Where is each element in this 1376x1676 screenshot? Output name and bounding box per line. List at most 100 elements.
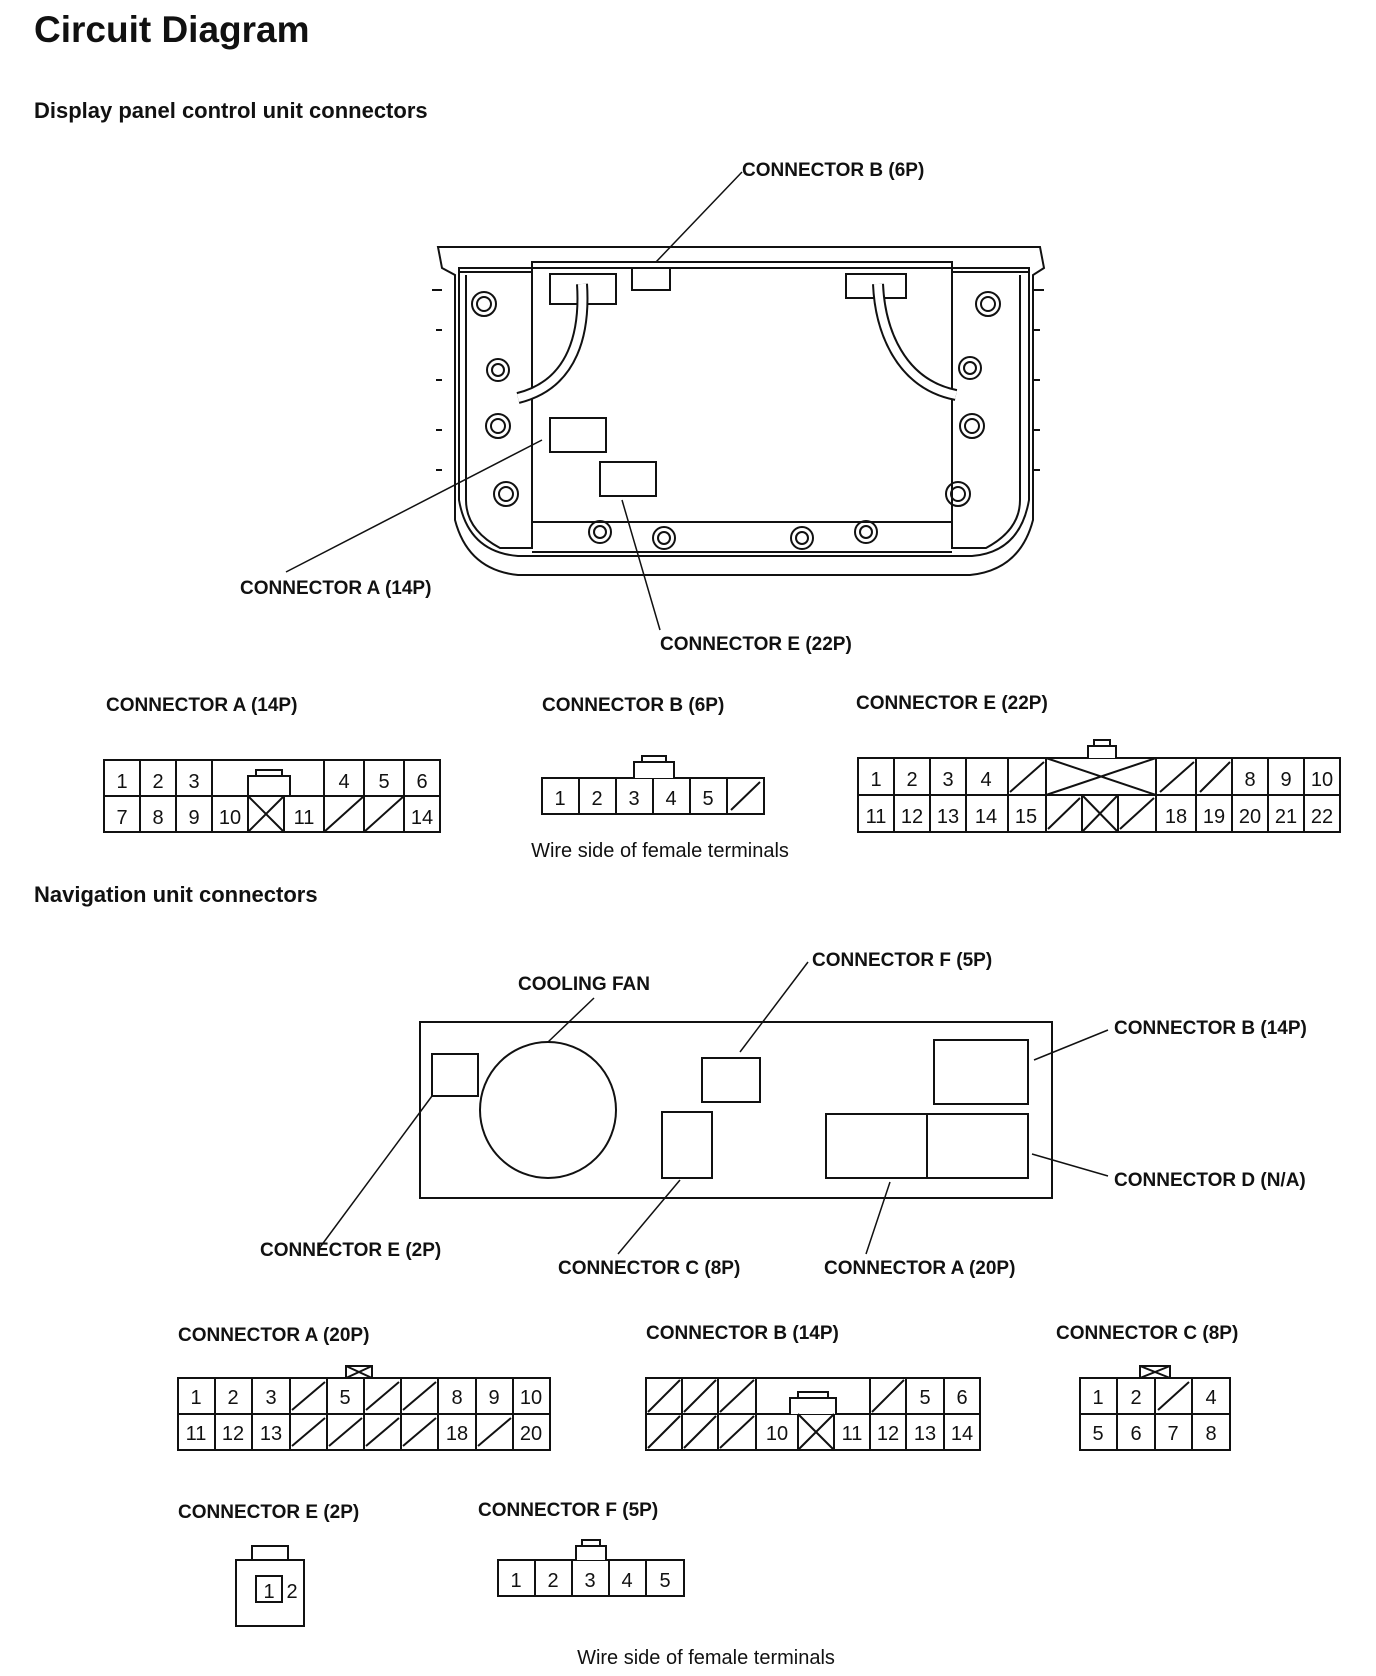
pin-label: 18 bbox=[1165, 806, 1187, 828]
pin-label: 3 bbox=[628, 788, 639, 810]
display-callout-connector-a: CONNECTOR A (14P) bbox=[240, 578, 431, 599]
pin-label: 1 bbox=[554, 788, 565, 810]
pin-label: 13 bbox=[260, 1423, 282, 1445]
display-connector-e: 1 2 3 4 8 9 10 11 12 13 14 15 18 19 20 2… bbox=[857, 739, 1341, 833]
pin-label: 3 bbox=[942, 769, 953, 791]
pin-label: 8 bbox=[152, 807, 163, 829]
pin-label: 2 bbox=[591, 788, 602, 810]
pin-label: 10 bbox=[766, 1423, 788, 1445]
pin-label: 1 bbox=[116, 771, 127, 793]
nav-connector-f: 1 2 3 4 5 bbox=[497, 1539, 685, 1597]
pin-label: 9 bbox=[1280, 769, 1291, 791]
pin-label: 2 bbox=[227, 1387, 238, 1409]
pin-label: 7 bbox=[1167, 1423, 1178, 1445]
pin-label: 3 bbox=[188, 771, 199, 793]
pin-label: 5 bbox=[919, 1387, 930, 1409]
pin-label: 10 bbox=[219, 807, 241, 829]
pin-label: 13 bbox=[914, 1423, 936, 1445]
navigation-section-heading: Navigation unit connectors bbox=[34, 882, 318, 907]
pin-label: 8 bbox=[451, 1387, 462, 1409]
display-connector-a-label: CONNECTOR A (14P) bbox=[106, 695, 297, 716]
display-wire-side-note: Wire side of female terminals bbox=[531, 840, 789, 862]
pin-label: 2 bbox=[906, 769, 917, 791]
pin-label: 15 bbox=[1015, 806, 1037, 828]
pin-label: 4 bbox=[665, 788, 676, 810]
pin-label: 4 bbox=[338, 771, 349, 793]
nav-connector-a: 1 2 3 5 8 9 10 11 12 13 18 20 bbox=[177, 1365, 551, 1451]
display-panel-drawing bbox=[432, 246, 1046, 576]
pin-label: 7 bbox=[116, 807, 127, 829]
pin-label: 11 bbox=[294, 807, 315, 829]
display-connector-b-label: CONNECTOR B (6P) bbox=[542, 695, 724, 716]
pin-label: 1 bbox=[510, 1570, 521, 1592]
pin-label: 10 bbox=[520, 1387, 542, 1409]
pin-label: 2 bbox=[1130, 1387, 1141, 1409]
nav-connector-e: 1 2 bbox=[235, 1545, 305, 1627]
pin-label: 6 bbox=[1130, 1423, 1141, 1445]
pin-label: 2 bbox=[286, 1581, 297, 1603]
pin-label: 1 bbox=[190, 1387, 201, 1409]
pin-label: 11 bbox=[186, 1423, 207, 1445]
pin-label: 12 bbox=[877, 1423, 899, 1445]
page-title: Circuit Diagram bbox=[34, 9, 310, 50]
display-connector-b: 1 2 3 4 5 bbox=[541, 755, 765, 815]
callout-cooling-fan: COOLING FAN bbox=[518, 974, 650, 995]
pin-label: 19 bbox=[1203, 806, 1225, 828]
pin-label: 22 bbox=[1311, 806, 1333, 828]
pin-label: 5 bbox=[1092, 1423, 1103, 1445]
pin-label: 5 bbox=[378, 771, 389, 793]
pin-label: 13 bbox=[937, 806, 959, 828]
nav-connector-a-label: CONNECTOR A (20P) bbox=[178, 1325, 369, 1346]
pin-label: 3 bbox=[265, 1387, 276, 1409]
nav-callout-connector-b: CONNECTOR B (14P) bbox=[1114, 1018, 1307, 1039]
pin-label: 1 bbox=[1092, 1387, 1103, 1409]
pin-label: 9 bbox=[488, 1387, 499, 1409]
nav-connector-b: 5 6 10 11 12 13 14 bbox=[645, 1377, 981, 1451]
nav-connector-e-label: CONNECTOR E (2P) bbox=[178, 1502, 359, 1523]
pin-label: 5 bbox=[702, 788, 713, 810]
nav-connector-b-label: CONNECTOR B (14P) bbox=[646, 1323, 839, 1344]
pin-label: 20 bbox=[1239, 806, 1261, 828]
navigation-unit-drawing bbox=[419, 1021, 1053, 1199]
pin-label: 2 bbox=[152, 771, 163, 793]
pin-label: 20 bbox=[520, 1423, 542, 1445]
pin-label: 12 bbox=[222, 1423, 244, 1445]
display-callout-leaders bbox=[285, 171, 743, 631]
pin-label: 8 bbox=[1244, 769, 1255, 791]
pin-label: 3 bbox=[584, 1570, 595, 1592]
pin-label: 6 bbox=[956, 1387, 967, 1409]
navigation-wire-side-note: Wire side of female terminals bbox=[577, 1647, 835, 1669]
pin-label: 6 bbox=[416, 771, 427, 793]
pin-label: 4 bbox=[980, 769, 991, 791]
pin-label: 9 bbox=[188, 807, 199, 829]
pin-label: 14 bbox=[975, 806, 997, 828]
pin-label: 14 bbox=[951, 1423, 973, 1445]
pin-label: 11 bbox=[842, 1423, 863, 1445]
nav-callout-connector-f: CONNECTOR F (5P) bbox=[812, 950, 992, 971]
pin-label: 1 bbox=[870, 769, 881, 791]
nav-connector-f-label: CONNECTOR F (5P) bbox=[478, 1500, 658, 1521]
nav-callout-connector-a: CONNECTOR A (20P) bbox=[824, 1258, 1015, 1279]
display-connector-e-label: CONNECTOR E (22P) bbox=[856, 693, 1048, 714]
pin-label: 10 bbox=[1311, 769, 1333, 791]
display-connector-a: 1 2 3 4 5 6 7 8 9 10 11 14 bbox=[103, 759, 441, 833]
pin-label: 4 bbox=[1205, 1387, 1216, 1409]
pin-label: 1 bbox=[263, 1581, 274, 1603]
pin-label: 5 bbox=[659, 1570, 670, 1592]
nav-connector-c-label: CONNECTOR C (8P) bbox=[1056, 1323, 1238, 1344]
pin-label: 12 bbox=[901, 806, 923, 828]
pin-label: 11 bbox=[866, 806, 887, 828]
pin-label: 5 bbox=[339, 1387, 350, 1409]
display-callout-connector-e: CONNECTOR E (22P) bbox=[660, 634, 852, 655]
pin-label: 4 bbox=[621, 1570, 632, 1592]
nav-callout-connector-c: CONNECTOR C (8P) bbox=[558, 1258, 740, 1279]
pin-label: 14 bbox=[411, 807, 433, 829]
nav-connector-c: 1 2 4 5 6 7 8 bbox=[1079, 1365, 1231, 1451]
pin-label: 21 bbox=[1275, 806, 1297, 828]
navigation-callout-leaders bbox=[317, 961, 1109, 1255]
pin-label: 18 bbox=[446, 1423, 468, 1445]
nav-callout-connector-e: CONNECTOR E (2P) bbox=[260, 1240, 441, 1261]
display-section-heading: Display panel control unit connectors bbox=[34, 98, 428, 123]
pin-label: 8 bbox=[1205, 1423, 1216, 1445]
